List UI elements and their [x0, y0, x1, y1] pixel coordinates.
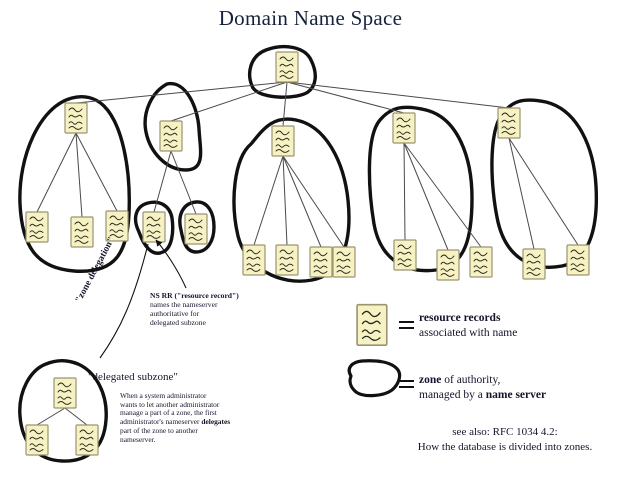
edge-n-d1-n-d1c: [403, 142, 482, 248]
edge-n-root-n-e1: [286, 81, 510, 109]
edge-n-root-n-m1: [170, 81, 288, 122]
resource-record-node[interactable]: [393, 239, 417, 271]
zone-fourth: [367, 105, 474, 273]
resource-record-node[interactable]: [142, 211, 166, 243]
edge-n-c1-n-c1c: [282, 155, 322, 248]
legend-zone-line2: managed by a name server: [419, 388, 546, 403]
edge-n-s1-n-s1b: [64, 407, 88, 426]
edge-n-l1-n-l1b: [75, 132, 83, 218]
resource-record-node[interactable]: [53, 377, 77, 409]
legend-equals-zone: [399, 380, 414, 388]
legend-resource-record-text: resource records associated with name: [419, 311, 517, 340]
legend-zone-icon: [347, 359, 402, 398]
delegation-paragraph-line3: manage a part of a zone, the first: [120, 408, 217, 418]
edge-n-d1-n-d1a: [403, 142, 406, 241]
edge-n-s1-n-s1a: [36, 407, 66, 426]
delegation-paragraph-line5: part of the zone to another: [120, 425, 198, 435]
legend-zone-word: zone: [419, 374, 442, 386]
resource-record-node[interactable]: [159, 120, 183, 152]
resource-record-node[interactable]: [392, 112, 416, 144]
resource-record-node[interactable]: [436, 249, 460, 281]
delegation-paragraph-line2: wants to let another administrator: [120, 399, 220, 409]
resource-record-node[interactable]: [522, 248, 546, 280]
legend-zone-text: zone of authority, managed by a name ser…: [419, 373, 546, 402]
edge-n-e1-n-e1b: [508, 137, 579, 246]
ns-rr-pointer-line: [155, 239, 187, 289]
resource-record-node[interactable]: [332, 246, 356, 278]
edge-n-d1-n-d1b: [403, 142, 449, 251]
delegation-paragraph: When a system administrator wants to let…: [120, 391, 258, 444]
see-also-note: see also: RFC 1034 4.2: How the database…: [395, 425, 615, 455]
legend-resource-record-icon: [356, 303, 388, 347]
resource-record-node[interactable]: [309, 246, 333, 278]
resource-record-node[interactable]: [184, 213, 208, 245]
resource-record-node[interactable]: [566, 244, 590, 276]
root-zone: [248, 44, 317, 99]
ns-rr-note-line3: authoritative for: [150, 308, 200, 318]
edge-n-e1-n-e1a: [508, 137, 535, 250]
legend-layer: [347, 303, 414, 398]
edge-n-l1-n-l1c: [75, 132, 118, 212]
resource-record-node[interactable]: [469, 246, 493, 278]
delegation-paragraph-line4-pre: administrator's nameserver: [120, 417, 202, 427]
ns-rr-note: NS RR ("resource record") names the name…: [150, 291, 258, 328]
ns-rr-note-line2: names the nameserver: [150, 299, 218, 309]
zone-delegation-leader-line: [99, 243, 149, 359]
legend-zone-line1-rest: of authority,: [441, 374, 501, 386]
edge-n-root-n-d1: [286, 81, 405, 114]
zone-left-large: [18, 95, 131, 273]
resource-record-node[interactable]: [70, 216, 94, 248]
resource-record-node[interactable]: [497, 107, 521, 139]
legend-zone-line2-pre: managed by a: [419, 388, 486, 401]
edge-n-m1-n-m1a: [153, 150, 172, 213]
resource-record-node[interactable]: [271, 125, 295, 157]
resource-record-node[interactable]: [275, 51, 299, 83]
edge-n-root-n-c1: [282, 81, 288, 127]
resource-record-node[interactable]: [275, 244, 299, 276]
edge-n-m1-n-m1b: [170, 150, 197, 215]
edge-n-c1-n-c1b: [282, 155, 288, 246]
edge-n-root-n-l1: [75, 81, 288, 104]
see-also-line2: How the database is divided into zones.: [417, 440, 593, 453]
ns-rr-note-line4: delegated subzone: [150, 317, 206, 327]
pointers-layer: [99, 239, 187, 359]
resource-record-node[interactable]: [64, 102, 88, 134]
legend-rr-line2: associated with name: [419, 326, 518, 339]
legend-equals-rr: [399, 321, 414, 329]
delegation-paragraph-line1: When a system administrator: [120, 391, 207, 400]
zone-delegating-small: [133, 200, 175, 255]
delegation-paragraph-line6: nameserver.: [120, 434, 156, 444]
legend-name-server-word: name server: [485, 388, 547, 401]
zone-upper-mid-small: [143, 82, 203, 172]
resource-record-node[interactable]: [25, 424, 49, 456]
edge-n-c1-n-c1a: [253, 155, 284, 246]
edges-layer: [36, 81, 579, 426]
resource-record-node[interactable]: [242, 244, 266, 276]
resource-record-node[interactable]: [25, 211, 49, 243]
ns-rr-note-heading: NS RR ("resource record"): [150, 291, 239, 300]
see-also-line1: see also: RFC 1034 4.2:: [452, 426, 558, 438]
page-title: Domain Name Space: [218, 6, 403, 30]
delegated-subzone-label: "delegated subzone": [88, 371, 178, 383]
edge-n-l1-n-l1a: [36, 132, 77, 213]
resource-record-node[interactable]: [75, 424, 99, 456]
delegation-paragraph-delegates-word: delegates: [201, 417, 231, 427]
legend-zone-line1: zone of authority,: [419, 373, 546, 388]
legend-rr-line1: resource records: [419, 312, 501, 324]
delegation-paragraph-line4: administrator's nameserver delegates: [120, 417, 258, 427]
zone-delegated-small: [178, 200, 216, 254]
edge-n-c1-n-c1d: [282, 155, 345, 248]
